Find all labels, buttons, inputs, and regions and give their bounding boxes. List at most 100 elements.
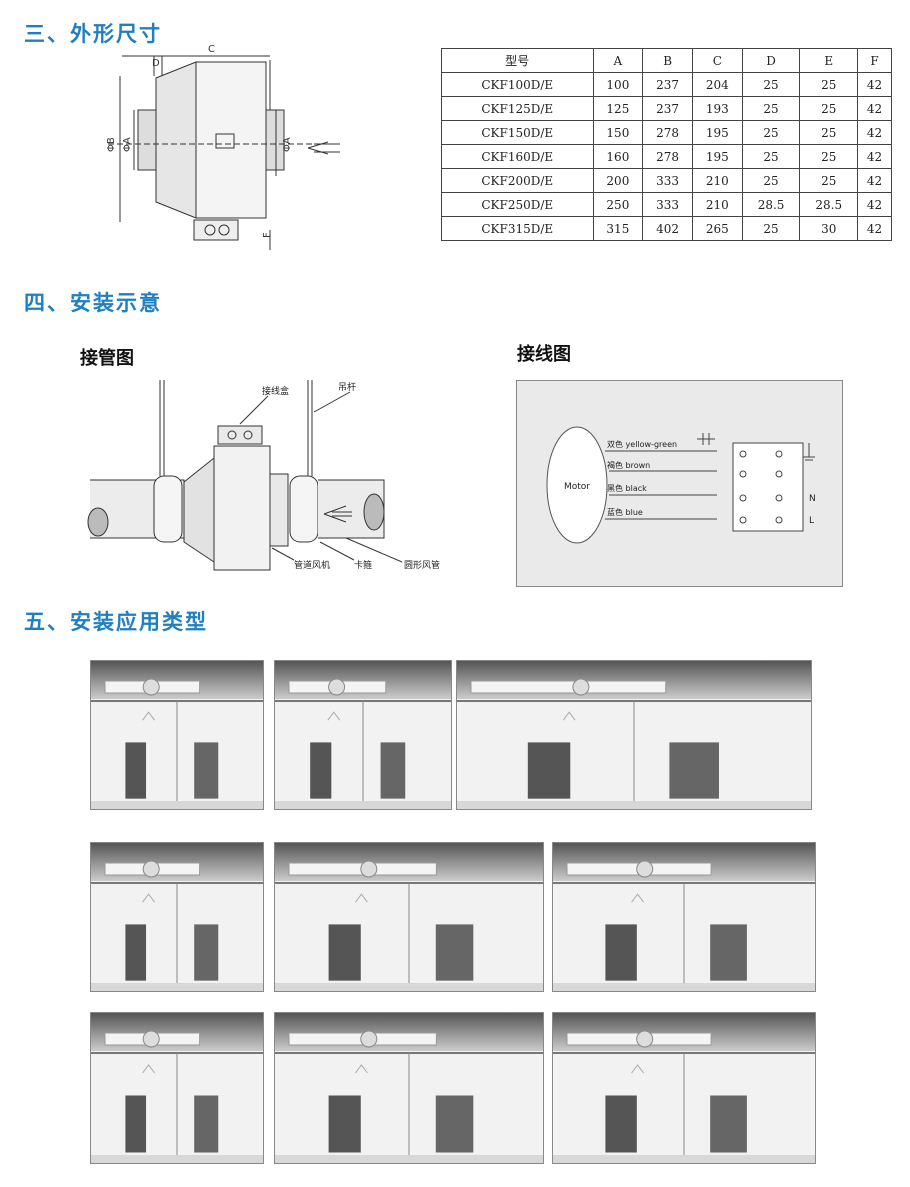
- table-header: 型号: [441, 48, 594, 73]
- hanger-label: 吊杆: [338, 381, 356, 393]
- table-cell: 25: [799, 168, 859, 193]
- table-cell: 193: [691, 96, 743, 121]
- table-cell: 125: [592, 96, 644, 121]
- dim-a-label-right: ΦA: [282, 137, 293, 152]
- table-cell: 42: [857, 120, 892, 145]
- table-cell: 42: [857, 192, 892, 217]
- table-cell: CKF125D/E: [441, 96, 594, 121]
- table-header: A: [592, 48, 644, 73]
- table-cell: 25: [741, 72, 801, 97]
- application-illustration: [274, 660, 452, 810]
- section-title-dimensions: 三、外形尺寸: [24, 22, 162, 46]
- application-illustration: [552, 1012, 816, 1164]
- subtitle-pipe-diagram: 接管图: [80, 348, 134, 369]
- table-cell: 28.5: [799, 192, 859, 217]
- wire-label: 褐色 brown: [607, 460, 650, 470]
- table-cell: 204: [691, 72, 743, 97]
- dim-c-label: C: [208, 44, 215, 55]
- motor-label: Motor: [564, 482, 590, 492]
- table-cell: 30: [799, 216, 859, 241]
- application-illustration: [456, 660, 812, 810]
- table-cell: CKF150D/E: [441, 120, 594, 145]
- table-cell: 25: [799, 96, 859, 121]
- table-cell: 42: [857, 168, 892, 193]
- table-cell: 100: [592, 72, 644, 97]
- section-title-applications: 五、安装应用类型: [24, 610, 208, 634]
- clamp-label: 卡箍: [354, 559, 372, 571]
- table-cell: 333: [642, 168, 693, 193]
- table-header-row: 型号 A B C D E F: [441, 48, 892, 73]
- table-cell: 402: [642, 216, 693, 241]
- table-cell: 25: [799, 120, 859, 145]
- table-cell: 25: [799, 72, 859, 97]
- live-label: L: [809, 516, 814, 526]
- application-illustration: [274, 842, 544, 992]
- table-cell: 278: [642, 120, 693, 145]
- table-cell: 42: [857, 72, 892, 97]
- junction-box-label: 接线盒: [262, 385, 289, 397]
- table-cell: 265: [691, 216, 743, 241]
- wiring-panel: Motor 双色 yellow-green 褐色 brown 黑色 black …: [516, 380, 843, 587]
- table-cell: 25: [741, 120, 801, 145]
- table-cell: 333: [642, 192, 693, 217]
- application-illustration: [90, 842, 264, 992]
- dim-f-label: F: [262, 232, 273, 238]
- table-cell: 237: [642, 72, 693, 97]
- table-cell: 210: [691, 168, 743, 193]
- wire-label: 黑色 black: [607, 483, 647, 493]
- table-cell: CKF100D/E: [441, 72, 594, 97]
- application-illustration: [552, 842, 816, 992]
- table-cell: 195: [691, 144, 743, 169]
- table-cell: CKF315D/E: [441, 216, 594, 241]
- pipe-diagram: 接线盒 吊杆 管道风机 卡箍 圆形风管: [87, 380, 440, 571]
- table-cell: 150: [592, 120, 644, 145]
- table-cell: 42: [857, 144, 892, 169]
- application-illustration: [90, 1012, 264, 1164]
- wire-label: 蓝色 blue: [607, 507, 643, 517]
- table-cell: 25: [741, 96, 801, 121]
- table-header: B: [642, 48, 693, 73]
- table-cell: 42: [857, 216, 892, 241]
- table-cell: 25: [741, 144, 801, 169]
- table-cell: 250: [592, 192, 644, 217]
- table-cell: CKF160D/E: [441, 144, 594, 169]
- table-header: F: [857, 48, 892, 73]
- table-header: D: [741, 48, 801, 73]
- table-cell: 25: [741, 216, 801, 241]
- table-header: E: [799, 48, 859, 73]
- section-title-installation: 四、安装示意: [24, 291, 162, 315]
- table-cell: 195: [691, 120, 743, 145]
- table-cell: 28.5: [741, 192, 801, 217]
- table-cell: 25: [799, 144, 859, 169]
- table-cell: 278: [642, 144, 693, 169]
- dim-b-label: ΦB: [106, 137, 117, 152]
- application-illustration: [90, 660, 264, 810]
- table-cell: 200: [592, 168, 644, 193]
- table-cell: 237: [642, 96, 693, 121]
- neutral-label: N: [809, 494, 816, 504]
- dim-d-label: D: [152, 58, 160, 69]
- table-cell: CKF250D/E: [441, 192, 594, 217]
- duct-fan-label: 管道风机: [294, 559, 330, 571]
- table-header: C: [691, 48, 743, 73]
- table-cell: 42: [857, 96, 892, 121]
- dim-a-label-left: ΦA: [122, 137, 133, 152]
- dimension-drawing: C D ΦB ΦA ΦA F: [106, 44, 340, 250]
- table-cell: 160: [592, 144, 644, 169]
- round-duct-label: 圆形风管: [404, 559, 440, 571]
- application-illustration: [274, 1012, 544, 1164]
- subtitle-wiring-diagram: 接线图: [517, 344, 571, 365]
- table-cell: 25: [741, 168, 801, 193]
- table-cell: 315: [592, 216, 644, 241]
- wire-label: 双色 yellow-green: [607, 439, 677, 449]
- table-cell: CKF200D/E: [441, 168, 594, 193]
- table-cell: 210: [691, 192, 743, 217]
